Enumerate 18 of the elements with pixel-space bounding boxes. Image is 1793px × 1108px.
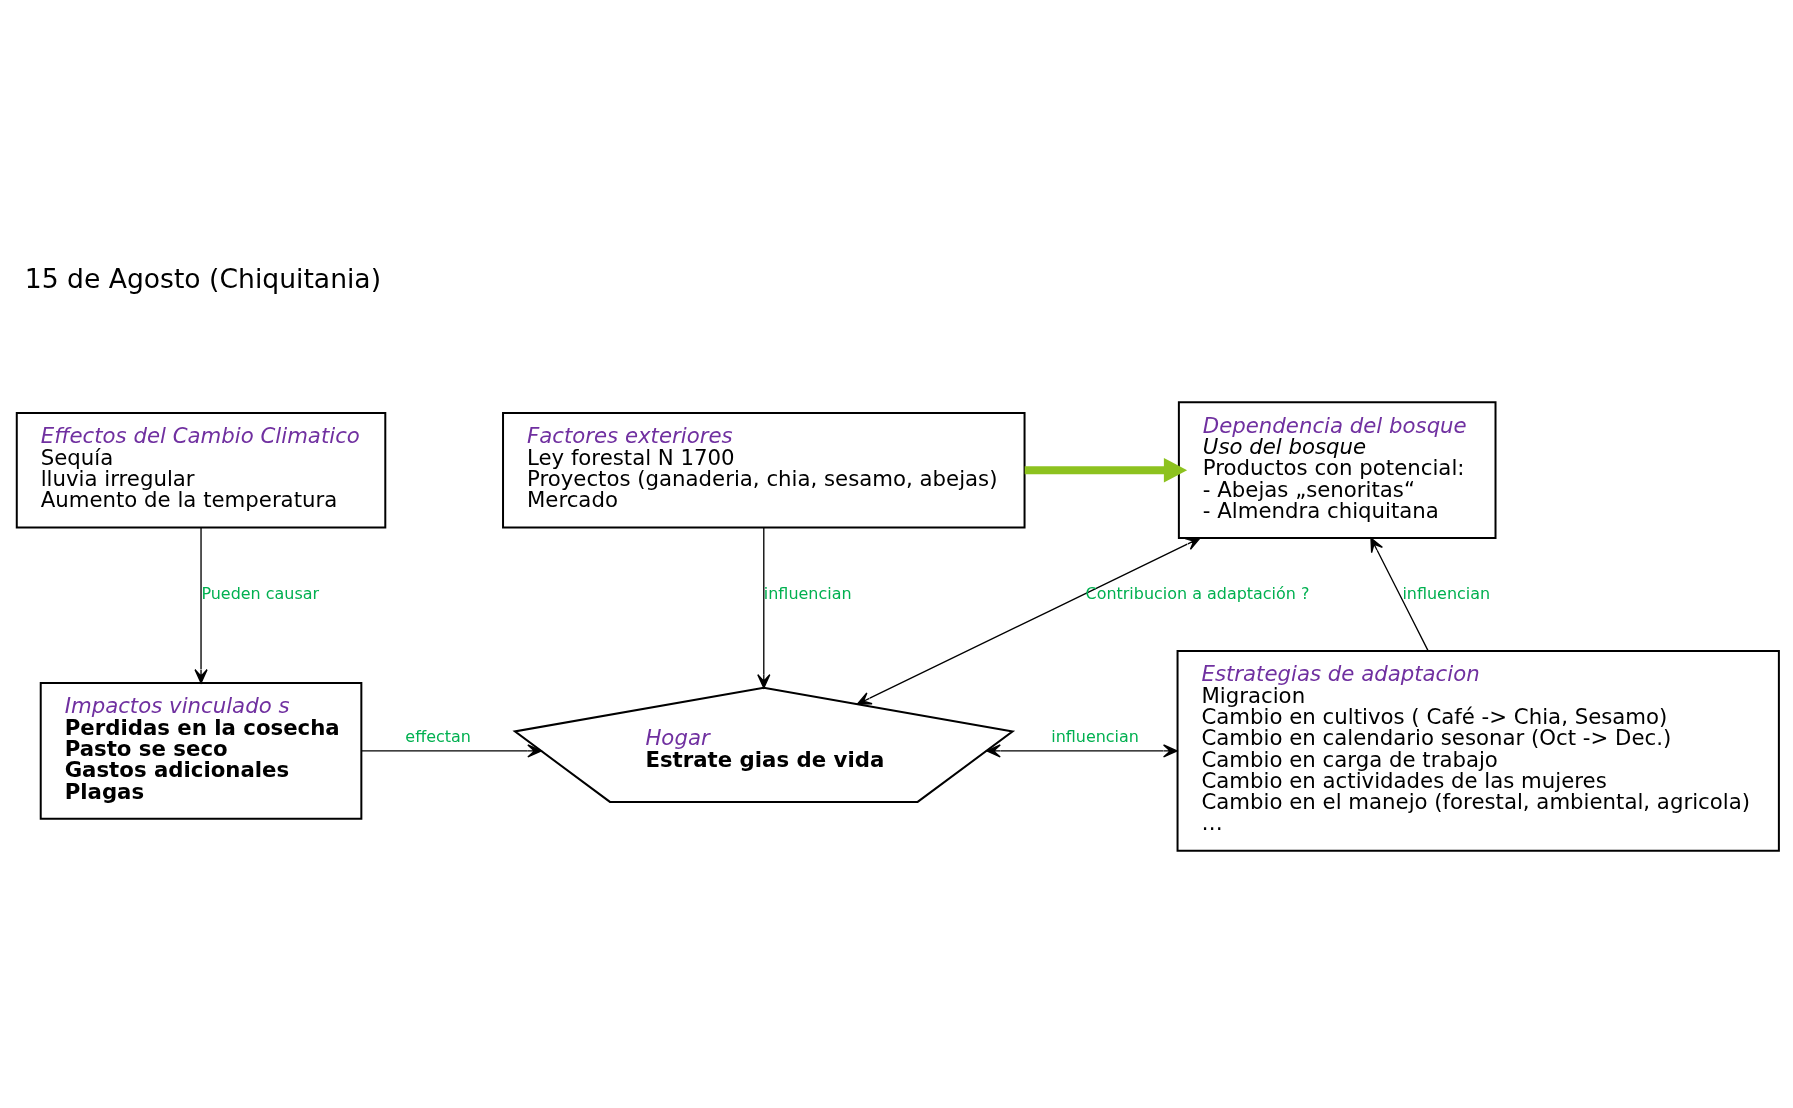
label: 15 de Agosto (Chiquitania) [24, 262, 382, 294]
node-box: Effectos del Cambio Climatico Sequía lluvia irregular Aumento de la temperatura [15, 412, 387, 529]
node-box: Impactos vinculado s Perdidas en la cosecha Pasto se seco Gastos adicionales Plagas [39, 682, 363, 820]
arrow [1370, 537, 1429, 652]
arrow [360, 744, 542, 758]
arrow [194, 526, 208, 684]
node-box: Estrategias de adaptacion Migracion Cambio en cultivos ( Café -> Chia, Sesamo) Cambio en calendario sesonar (Oct -> Dec.) Cambio en carga de trabajo Cambio en actividades de las mujeres Cambio en el manejo (forestal, ambiental, agricola) … [1176, 650, 1780, 852]
edge-label: influencian [763, 583, 852, 603]
node-box: Factores exteriores Ley forestal N 1700 Proyectos (ganaderia, chia, sesamo, abejas) Mercado [502, 412, 1026, 529]
arrow [986, 744, 1178, 758]
edge-label: effectan [405, 727, 471, 747]
edge-label: influencian [1051, 727, 1139, 747]
arrow [757, 526, 771, 689]
edge-label: Contribucion a adaptación ? [1085, 583, 1310, 603]
edge-label: influencian [1402, 583, 1491, 603]
arrow [856, 537, 1201, 705]
edge-label: Pueden causar [201, 583, 320, 603]
node-box: Dependencia del bosque Uso del bosque Productos con potencial: - Abejas „senoritas“ - Almendra chiquitana [1177, 401, 1497, 540]
